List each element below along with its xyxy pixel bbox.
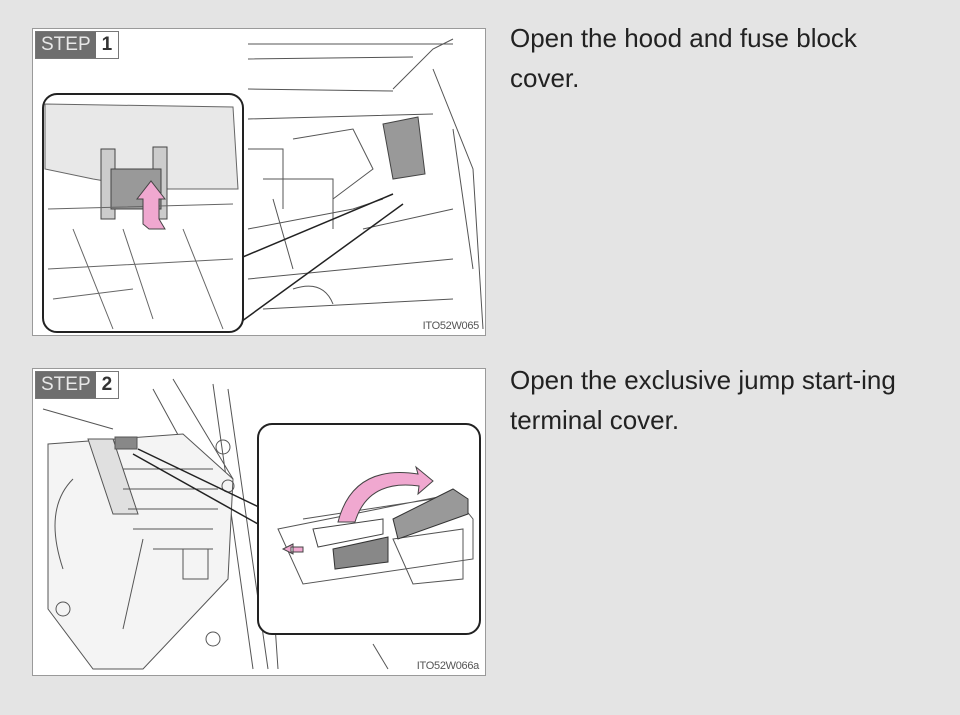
step-2-illustration: STEP 2 ITO52W066a bbox=[32, 368, 486, 676]
step-badge: STEP 1 bbox=[35, 31, 120, 59]
step-2-instruction: Open the exclusive jump start-ing termin… bbox=[510, 365, 896, 435]
step-number: 2 bbox=[95, 372, 119, 398]
step-label: STEP bbox=[36, 32, 96, 58]
fuse-block-drawing bbox=[42, 378, 481, 670]
step-badge: STEP 2 bbox=[35, 371, 120, 399]
step-number: 1 bbox=[95, 32, 119, 58]
figure-code: ITO52W066a bbox=[416, 660, 480, 672]
figure-code: ITO52W065 bbox=[422, 320, 480, 332]
step-1-instruction: Open the hood and fuse block cover. bbox=[510, 23, 857, 93]
step-label: STEP bbox=[36, 372, 96, 398]
step-1-illustration: STEP 1 ITO52W065 bbox=[32, 28, 486, 336]
engine-bay-drawing bbox=[42, 38, 484, 333]
